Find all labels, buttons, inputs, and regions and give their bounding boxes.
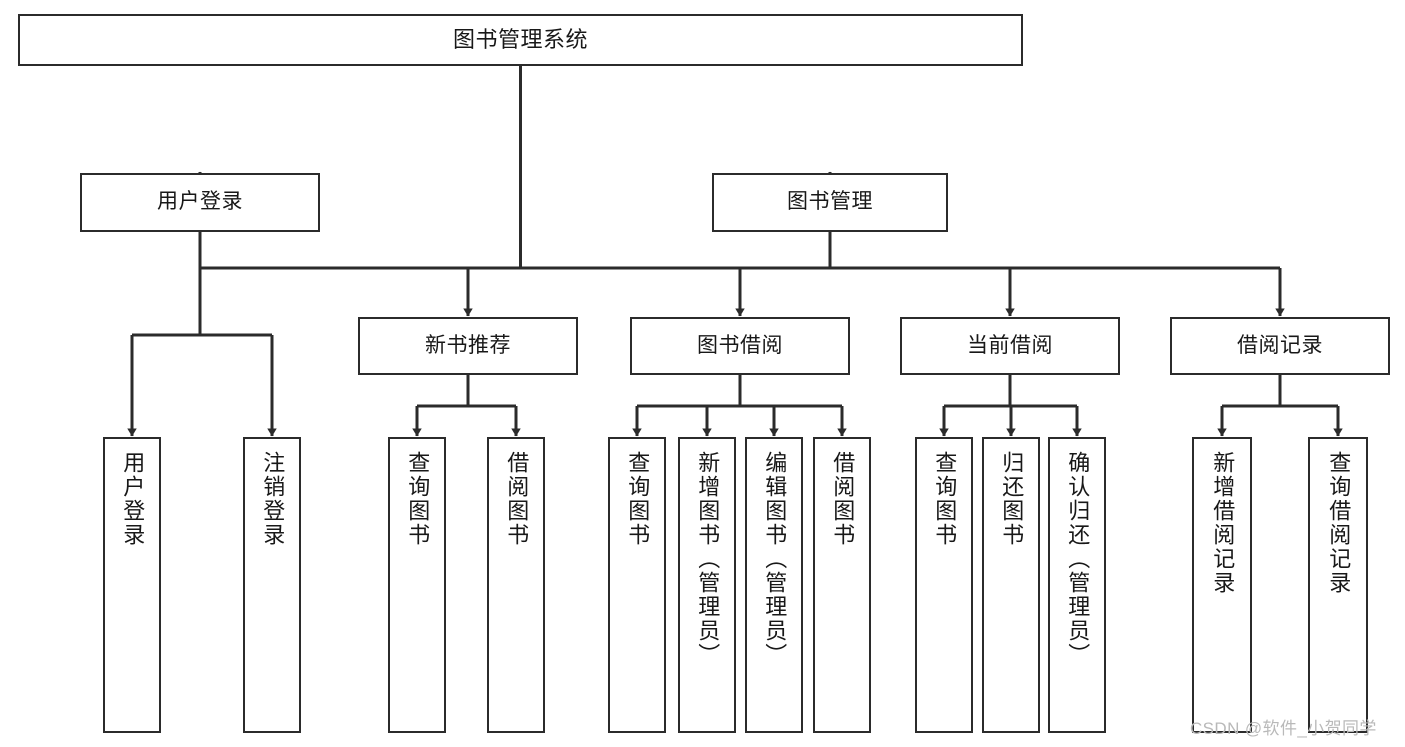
node-label: 图书管理系统 — [452, 27, 588, 53]
node-leaf-user-login[interactable]: 用户登录 — [103, 437, 161, 733]
node-label: 查询借阅记录 — [1326, 451, 1352, 595]
node-leaf-query-book-3[interactable]: 查询图书 — [915, 437, 973, 733]
node-label: 用户登录 — [157, 190, 243, 214]
node-label: 借阅记录 — [1237, 333, 1323, 357]
node-leaf-query-book-1[interactable]: 查询图书 — [388, 437, 446, 733]
node-leaf-add-book[interactable]: 新增图书（管理员） — [678, 437, 736, 733]
node-label: 归还图书 — [999, 451, 1025, 547]
node-new-book-rec[interactable]: 新书推荐 — [358, 317, 578, 375]
node-leaf-return-book[interactable]: 归还图书 — [982, 437, 1040, 733]
node-label: 借阅图书 — [504, 451, 530, 547]
node-leaf-query-record[interactable]: 查询借阅记录 — [1308, 437, 1368, 733]
node-label: 编辑图书（管理员） — [762, 451, 788, 667]
node-label: 查询图书 — [932, 451, 958, 547]
node-leaf-borrow-book-2[interactable]: 借阅图书 — [813, 437, 871, 733]
node-leaf-add-record[interactable]: 新增借阅记录 — [1192, 437, 1252, 733]
node-label: 图书借阅 — [697, 333, 783, 357]
node-label: 借阅图书 — [830, 451, 856, 547]
node-label: 用户登录 — [120, 451, 146, 547]
node-borrow-record[interactable]: 借阅记录 — [1170, 317, 1390, 375]
node-book-manage[interactable]: 图书管理 — [712, 173, 948, 232]
node-leaf-borrow-book-1[interactable]: 借阅图书 — [487, 437, 545, 733]
node-label: 当前借阅 — [967, 333, 1053, 357]
node-label: 注销登录 — [260, 451, 286, 547]
node-book-borrow[interactable]: 图书借阅 — [630, 317, 850, 375]
node-user-login[interactable]: 用户登录 — [80, 173, 320, 232]
node-leaf-confirm-return[interactable]: 确认归还（管理员） — [1048, 437, 1106, 733]
watermark: CSDN @软件_小贺同学 — [1190, 719, 1377, 738]
node-label: 新书推荐 — [425, 333, 511, 357]
node-leaf-query-book-2[interactable]: 查询图书 — [608, 437, 666, 733]
node-current-borrow[interactable]: 当前借阅 — [900, 317, 1120, 375]
node-leaf-user-logout[interactable]: 注销登录 — [243, 437, 301, 733]
node-label: 新增图书（管理员） — [695, 451, 721, 667]
node-root[interactable]: 图书管理系统 — [18, 14, 1023, 66]
node-label: 查询图书 — [405, 451, 431, 547]
node-label: 图书管理 — [787, 190, 873, 214]
node-label: 新增借阅记录 — [1210, 451, 1236, 595]
node-label: 确认归还（管理员） — [1065, 451, 1091, 667]
node-leaf-edit-book[interactable]: 编辑图书（管理员） — [745, 437, 803, 733]
node-label: 查询图书 — [625, 451, 651, 547]
